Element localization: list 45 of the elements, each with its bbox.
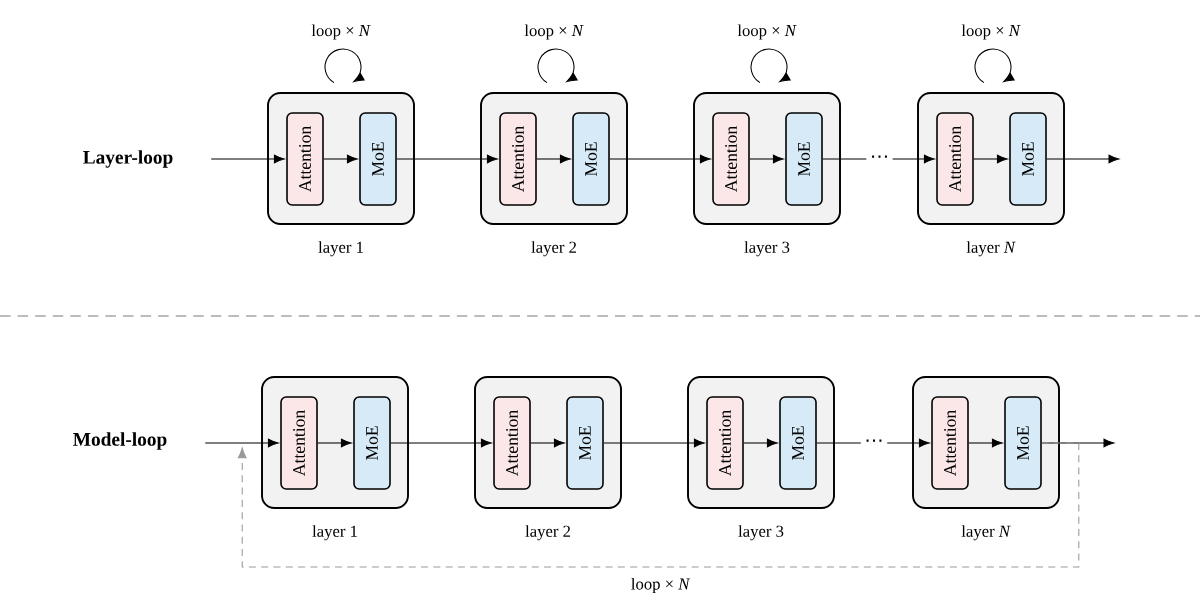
module-box: Attention [280, 396, 318, 490]
arrow [530, 438, 565, 448]
arrow [204, 438, 279, 448]
module-box: MoE [1009, 112, 1047, 206]
module-box: Attention [706, 396, 744, 490]
arrow [743, 438, 778, 448]
arrow [749, 154, 784, 164]
edge-label: ⋯ [860, 435, 888, 451]
arrow [237, 442, 1080, 568]
module-box: Attention [712, 112, 750, 206]
arrow [210, 154, 285, 164]
row-label: Model-loop [73, 432, 167, 450]
edge-label: ⋯ [866, 151, 893, 167]
loop-label: loop × N [311, 24, 371, 40]
node-label: layer 2 [525, 525, 571, 541]
arrow [396, 154, 498, 164]
arrow [536, 154, 571, 164]
loop-label: loop × N [524, 24, 584, 40]
module-box: MoE [566, 396, 604, 490]
module-box: MoE [359, 112, 397, 206]
arrow [973, 154, 1008, 164]
module-box: Attention [499, 112, 537, 206]
module-box: Attention [493, 396, 531, 490]
arrow [1046, 154, 1120, 164]
arrow [968, 438, 1003, 448]
arrow [323, 154, 358, 164]
loop-label: loop × N [737, 24, 797, 40]
node-label: layer 1 [312, 525, 357, 541]
arrow [609, 154, 711, 164]
module-box: Attention [931, 396, 969, 490]
module-box: MoE [779, 396, 817, 490]
module-box: Attention [286, 112, 324, 206]
arrow [603, 438, 705, 448]
module-box: MoE [785, 112, 823, 206]
module-box: MoE [353, 396, 391, 490]
module-box: MoE [572, 112, 610, 206]
module-box: Attention [936, 112, 974, 206]
node-label: layer 3 [738, 525, 784, 541]
arrow [317, 438, 352, 448]
module-box: MoE [1004, 396, 1042, 490]
edge-label: loop × N [631, 577, 691, 593]
node-label: layer N [961, 525, 1011, 541]
row-label: Layer-loop [83, 150, 173, 168]
arrow [390, 438, 492, 448]
loop-label: loop × N [961, 24, 1021, 40]
